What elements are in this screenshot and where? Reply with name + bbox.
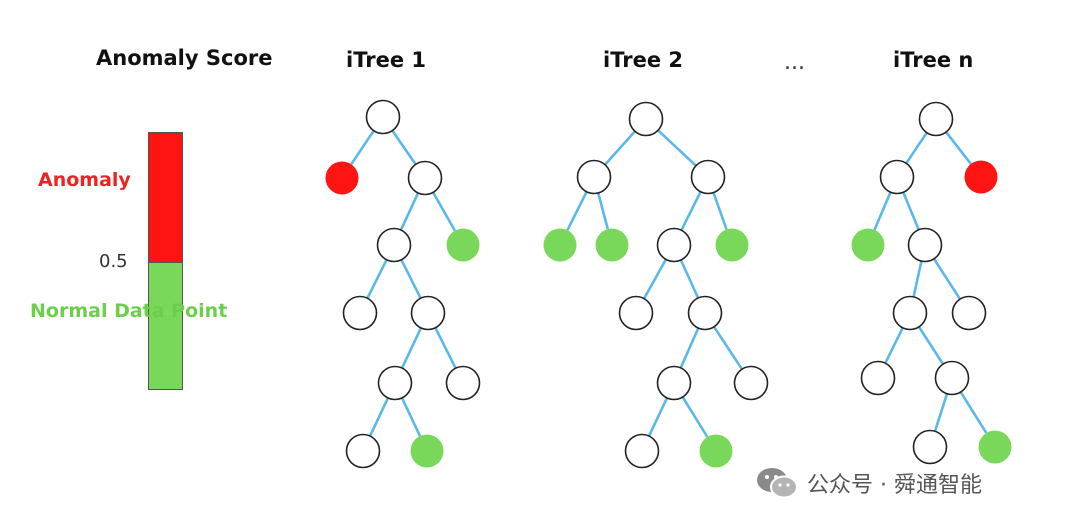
wechat-icon bbox=[755, 465, 799, 501]
tree-edge bbox=[917, 326, 945, 365]
tree-edge bbox=[604, 130, 636, 166]
tree-node bbox=[656, 227, 692, 263]
tree-node bbox=[687, 295, 723, 331]
tree-node bbox=[879, 159, 915, 195]
tree-edge bbox=[902, 191, 920, 231]
tree-node bbox=[410, 295, 446, 331]
tree-edge bbox=[566, 191, 588, 231]
tree-edge bbox=[932, 258, 962, 300]
tree-edge bbox=[712, 326, 744, 370]
anomaly-score-bar-normal bbox=[148, 262, 183, 390]
tree-edge bbox=[642, 258, 668, 300]
tree-node bbox=[892, 295, 928, 331]
tree-edge bbox=[596, 192, 610, 230]
tree-node bbox=[918, 101, 954, 137]
tree-node bbox=[934, 360, 970, 396]
tree-title-n: iTree n bbox=[893, 48, 974, 72]
tree-edge bbox=[873, 191, 892, 231]
normal-leaf-node bbox=[595, 228, 629, 262]
itree-2 bbox=[543, 101, 769, 469]
tree-edge bbox=[680, 191, 702, 231]
tree-edge bbox=[350, 129, 375, 166]
tree-edge bbox=[884, 327, 904, 364]
tree-edge bbox=[657, 129, 697, 167]
tree-edge bbox=[679, 327, 700, 369]
normal-leaf-node bbox=[851, 228, 885, 262]
ellipsis: ... bbox=[784, 50, 805, 75]
itree-3 bbox=[851, 101, 1012, 465]
tree-node bbox=[445, 365, 481, 401]
tree-node bbox=[912, 429, 948, 465]
tree-edge bbox=[432, 191, 456, 232]
normal-leaf-node bbox=[410, 434, 444, 468]
normal-leaf-node bbox=[699, 434, 733, 468]
anomaly-label: Anomaly bbox=[38, 169, 131, 191]
tree-node bbox=[576, 159, 612, 195]
anomaly-node bbox=[964, 160, 998, 194]
normal-leaf-node bbox=[543, 228, 577, 262]
tree-edge bbox=[368, 397, 390, 437]
tree-title-2: iTree 2 bbox=[603, 48, 683, 72]
tree-title-1: iTree 1 bbox=[346, 48, 426, 72]
tree-edge bbox=[959, 391, 988, 434]
tree-node bbox=[690, 159, 726, 195]
tree-edge bbox=[400, 397, 422, 437]
tree-node bbox=[907, 227, 943, 263]
tree-node bbox=[407, 160, 443, 196]
normal-leaf-node bbox=[978, 430, 1012, 464]
watermark: 公众号 · 舜通智能 bbox=[755, 463, 982, 503]
watermark-text: 公众号 · 舜通智能 bbox=[807, 473, 982, 498]
tree-edge bbox=[933, 393, 949, 432]
normal-leaf-node bbox=[446, 228, 480, 262]
tree-edge bbox=[366, 259, 388, 299]
threshold-label: 0.5 bbox=[99, 251, 128, 272]
tree-edge bbox=[905, 131, 928, 165]
anomaly-node bbox=[325, 161, 359, 195]
tree-node bbox=[377, 365, 413, 401]
tree-node bbox=[618, 295, 654, 331]
tree-node bbox=[342, 295, 378, 331]
tree-node bbox=[628, 101, 664, 137]
tree-node bbox=[376, 227, 412, 263]
tree-node bbox=[656, 365, 692, 401]
tree-node bbox=[345, 433, 381, 469]
anomaly-score-bar-anomaly bbox=[148, 132, 183, 262]
tree-edge bbox=[400, 327, 423, 369]
tree-edge bbox=[679, 259, 700, 299]
tree-node bbox=[860, 360, 896, 396]
tree-edge bbox=[712, 192, 728, 230]
tree-node bbox=[624, 433, 660, 469]
tree-edge bbox=[434, 327, 457, 369]
tree-edge bbox=[391, 129, 417, 166]
tree-node bbox=[733, 365, 769, 401]
tree-edge bbox=[647, 397, 669, 437]
itree-1 bbox=[325, 99, 481, 469]
normal-leaf-node bbox=[715, 228, 749, 262]
tree-edge bbox=[399, 192, 420, 231]
tree-edge bbox=[912, 260, 923, 298]
tree-node bbox=[365, 99, 401, 135]
tree-edge bbox=[681, 396, 709, 438]
tree-edge bbox=[945, 131, 972, 165]
tree-edge bbox=[400, 259, 422, 299]
tree-node bbox=[951, 295, 987, 331]
